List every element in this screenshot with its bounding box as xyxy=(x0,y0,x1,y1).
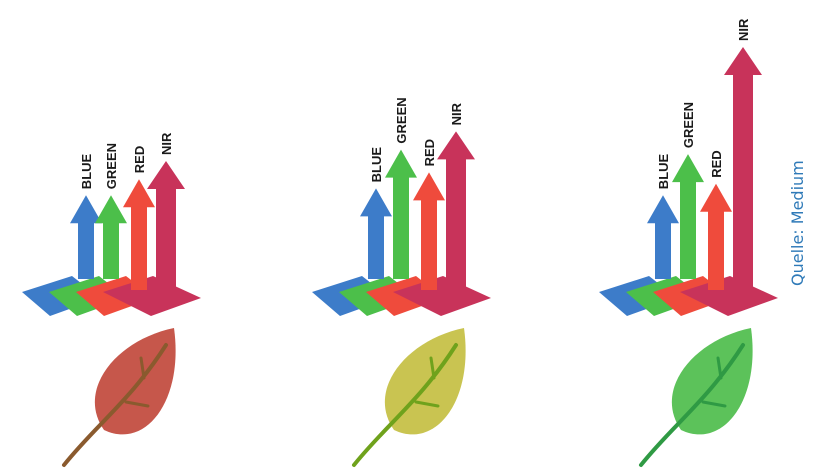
red-label: RED xyxy=(422,139,437,166)
red-reflectance-arrow xyxy=(123,179,155,290)
panel-1: BLUE GREEN RED NIR xyxy=(22,132,201,467)
blue-label: BLUE xyxy=(369,147,384,183)
green-label: GREEN xyxy=(104,143,119,189)
nir-reflectance-arrow xyxy=(724,47,762,302)
nir-incoming-band xyxy=(680,276,778,316)
leaf-stem xyxy=(639,343,745,467)
nir-reflectance-arrow xyxy=(437,131,475,302)
source-credit: Quelle: Medium xyxy=(788,160,807,286)
green-reflectance-arrow xyxy=(672,154,704,279)
red-label: RED xyxy=(132,146,147,173)
red-label: RED xyxy=(709,150,724,177)
nir-label: NIR xyxy=(449,102,464,125)
panel-3: BLUE GREEN RED NIR xyxy=(599,18,778,467)
green-label: GREEN xyxy=(394,97,409,143)
green-reflectance-arrow xyxy=(385,149,417,279)
nir-label: NIR xyxy=(736,18,751,41)
blue-reflectance-arrow xyxy=(647,195,679,279)
leaf-veins xyxy=(124,356,150,408)
green-label: GREEN xyxy=(681,102,696,148)
leaf-stem xyxy=(352,343,458,467)
nir-incoming-band xyxy=(393,276,491,316)
nir-incoming-band xyxy=(103,276,201,316)
blue-label: BLUE xyxy=(79,153,94,189)
blue-label: BLUE xyxy=(656,153,671,189)
nir-reflectance-arrow xyxy=(147,161,185,302)
red-reflectance-arrow xyxy=(700,183,732,290)
blue-reflectance-arrow xyxy=(360,188,392,279)
blue-reflectance-arrow xyxy=(70,195,102,279)
green-reflectance-arrow xyxy=(95,195,127,279)
nir-label: NIR xyxy=(159,132,174,155)
leaf-veins xyxy=(414,356,440,408)
panel-2: BLUE GREEN RED NIR xyxy=(312,97,491,467)
leaf-veins xyxy=(701,356,727,408)
red-reflectance-arrow xyxy=(413,172,445,290)
leaf-stem xyxy=(62,343,168,467)
